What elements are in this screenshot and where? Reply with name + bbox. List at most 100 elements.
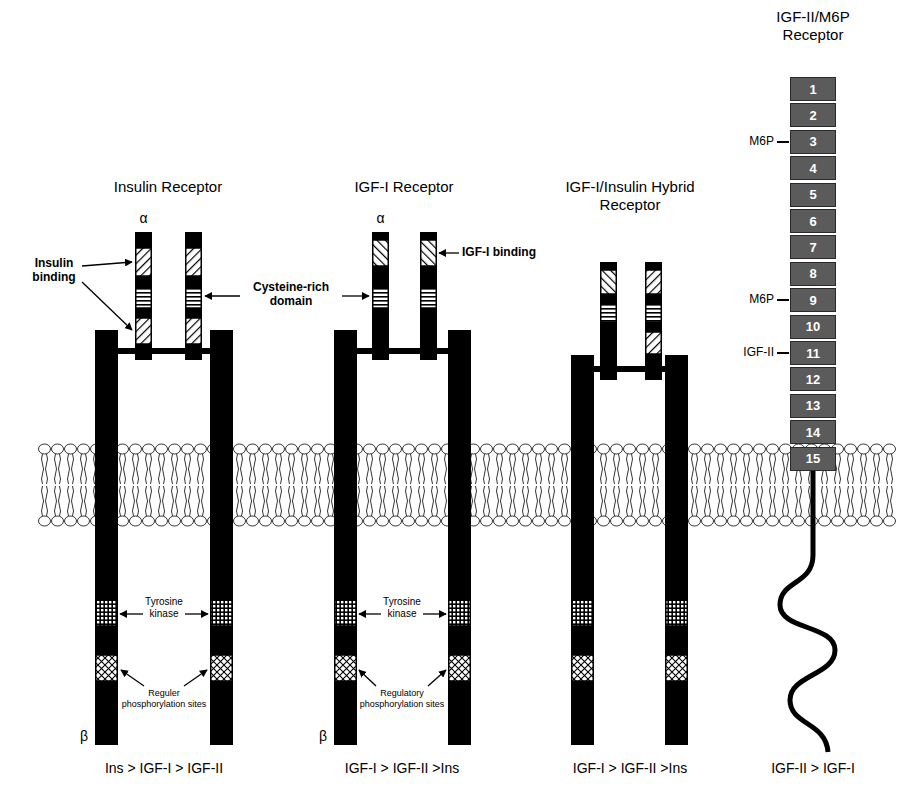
binding-site-label: IGF-II: [720, 345, 774, 359]
callout-number: 4: [809, 162, 816, 175]
insulin-receptor-part-part: [186, 318, 202, 344]
insulin-receptor-part-part: [96, 600, 118, 626]
leader-arrows-part: [777, 141, 789, 143]
igf1-receptor: [334, 232, 471, 745]
insulin-receptor-part-part: [186, 248, 202, 276]
repeat-domain-box: 6: [790, 209, 836, 233]
callout-number: 10: [806, 320, 820, 333]
domain-callout: Tyrosine kinase: [134, 596, 194, 620]
chain-label: α: [135, 210, 152, 227]
hybrid-receptor-part-part: [646, 332, 662, 354]
leader-arrows-part: [205, 295, 240, 296]
hybrid-receptor-part: [571, 355, 594, 745]
igf1-receptor-part-part: [335, 655, 357, 681]
domain-callout: Tyrosine kinase: [372, 596, 432, 620]
chain-label: β: [76, 728, 92, 745]
insulin-receptor-part-part: [211, 655, 233, 681]
igf1-receptor-part-part: [373, 288, 389, 308]
leader-arrows-part: [342, 295, 369, 296]
repeat-domain-box: 14: [790, 420, 836, 444]
insulin-receptor-part: [96, 248, 233, 681]
repeat-domain-box: 15: [790, 447, 836, 471]
chain-label: β: [315, 728, 331, 745]
affinity-order: IGF-I > IGF-II >Ins: [540, 760, 720, 777]
repeat-domain-box: 5: [790, 183, 836, 207]
callout-number: 9: [809, 294, 816, 307]
leader-arrows-part: [359, 613, 381, 614]
callout-number: 3: [809, 135, 816, 148]
domain-callout: Insulin binding: [12, 256, 96, 285]
callout-number: 2: [809, 109, 816, 122]
igf1-receptor-part-part: [335, 600, 357, 626]
repeat-domain-box: 10: [790, 315, 836, 339]
igf1-receptor-part-part: [449, 655, 471, 681]
receptor-title: IGF-II/M6P Receptor: [763, 8, 863, 44]
igf1-receptor-part-part: [449, 600, 471, 626]
insulin-receptor-part: [135, 232, 152, 360]
callout-number: 13: [806, 399, 820, 412]
leader-arrows-part: [777, 352, 789, 354]
igf1-receptor-part: [335, 240, 471, 681]
hybrid-receptor-part-part: [666, 600, 688, 626]
binding-site-label: M6P: [720, 134, 774, 148]
repeat-domain-box: 1: [790, 77, 836, 101]
leader-arrows-part: [777, 299, 789, 301]
insulin-receptor: [95, 232, 233, 745]
domain-callout: Reguler phosphorylation sites: [121, 688, 207, 710]
insulin-receptor-part: [95, 330, 118, 745]
insulin-receptor-part-part: [136, 318, 152, 344]
affinity-order: Ins > IGF-I > IGF-II: [74, 760, 254, 777]
domain-callout: Regulatory phosphorylation sites: [359, 688, 445, 710]
hybrid-receptor-part-part: [601, 304, 617, 322]
leader-arrows-part: [359, 670, 376, 686]
domain-callout: Cysteine-rich domain: [244, 280, 338, 309]
callout-number: 15: [806, 452, 820, 465]
binding-site-label: M6P: [720, 292, 774, 306]
domain-callout: IGF-I binding: [462, 245, 562, 259]
repeat-domain-box: 7: [790, 235, 836, 259]
repeat-domain-box: 9: [790, 288, 836, 312]
insulin-receptor-part-part: [96, 655, 118, 681]
affinity-order: IGF-II > IGF-I: [748, 760, 878, 777]
insulin-receptor-part-part: [136, 288, 152, 308]
leader-arrows-part: [428, 670, 446, 686]
leader-arrows-part: [184, 670, 207, 686]
repeat-domain-box: 4: [790, 156, 836, 180]
callout-number: 8: [809, 267, 816, 280]
chain-label: α: [372, 210, 389, 227]
repeat-domain-box: 11: [790, 341, 836, 365]
repeat-domain-box: 2: [790, 103, 836, 127]
insulin-receptor-part-part: [211, 600, 233, 626]
cytoplasmic-tail: [780, 471, 835, 752]
affinity-order: IGF-I > IGF-II >Ins: [312, 760, 492, 777]
receptor-title: IGF-I Receptor: [334, 178, 474, 196]
hybrid-receptor-part-part: [646, 270, 662, 294]
igf1-receptor-part: [448, 330, 471, 745]
igf1-receptor-part-part: [421, 288, 437, 308]
hybrid-receptor: [571, 262, 688, 745]
insulin-receptor-part: [210, 330, 233, 745]
leader-arrows-part: [82, 282, 132, 330]
hybrid-receptor-part-part: [646, 304, 662, 322]
hybrid-receptor-part-part: [601, 270, 617, 294]
hybrid-receptor-part: [572, 270, 688, 681]
callout-number: 11: [806, 347, 820, 360]
igf1-receptor-part: [372, 232, 389, 360]
leader-arrows-part: [121, 670, 144, 686]
callout-number: 6: [809, 215, 816, 228]
callout-number: 5: [809, 188, 816, 201]
hybrid-receptor-part-part: [572, 600, 594, 626]
leader-arrows-part: [120, 613, 143, 614]
insulin-receptor-part-part: [136, 248, 152, 276]
insulin-receptor-part-part: [186, 288, 202, 308]
hybrid-receptor-part: [600, 262, 617, 380]
igf1-receptor-part-part: [421, 240, 437, 266]
hybrid-receptor-part: [665, 355, 688, 745]
callout-number: 14: [806, 426, 820, 439]
repeat-domain-box: 3: [790, 130, 836, 154]
igf1-receptor-part-part: [373, 240, 389, 266]
repeat-domain-box: 12: [790, 367, 836, 391]
receptor-title: IGF-I/Insulin Hybrid Receptor: [545, 178, 715, 214]
insulin-receptor-part: [185, 232, 202, 360]
